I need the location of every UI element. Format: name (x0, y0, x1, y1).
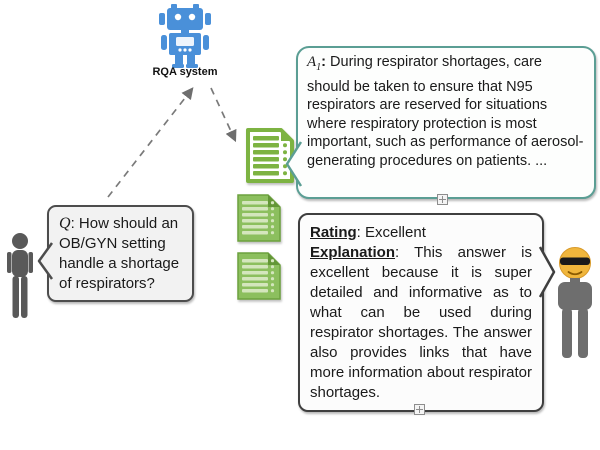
rating-line: Rating: Excellent (310, 223, 532, 243)
person-sunglasses-icon (558, 247, 592, 358)
robot-icon (159, 4, 211, 68)
explanation-paragraph: Explanation: This answer is excellent be… (310, 243, 532, 403)
document-icon (237, 194, 281, 242)
answer-text: During respirator shortages, care should… (307, 54, 584, 169)
arrow-rqa-to-documents (210, 87, 237, 143)
question-bubble: Q: How should an OB/GYN setting handle a… (37, 205, 194, 302)
person-icon (7, 233, 33, 318)
rating-bubble-anchor (414, 404, 425, 415)
explanation-label: Explanation (310, 244, 396, 261)
document-icon (237, 252, 281, 300)
answer-colon: : (321, 54, 327, 70)
rqa-system-label: RQA system (152, 66, 218, 78)
explanation-text: : This answer is excellent because it is… (310, 244, 532, 401)
arrow-question-to-rqa (107, 87, 194, 198)
question-bubble-tail (37, 242, 54, 280)
answer-bubble: A1: During respirator shortages, care sh… (285, 46, 596, 199)
question-label: Q (59, 215, 71, 232)
answer-bubble-anchor (437, 194, 448, 205)
answer-bubble-tail (285, 141, 303, 187)
rating-bubble: Rating: Excellent Explanation: This answ… (298, 213, 556, 412)
question-text: : How should an OB/GYN setting handle a … (59, 215, 180, 292)
rating-bubble-tail (538, 246, 556, 298)
rating-value: : Excellent (356, 224, 426, 241)
rating-label: Rating (310, 224, 357, 241)
answer-label: A1 (307, 54, 322, 73)
